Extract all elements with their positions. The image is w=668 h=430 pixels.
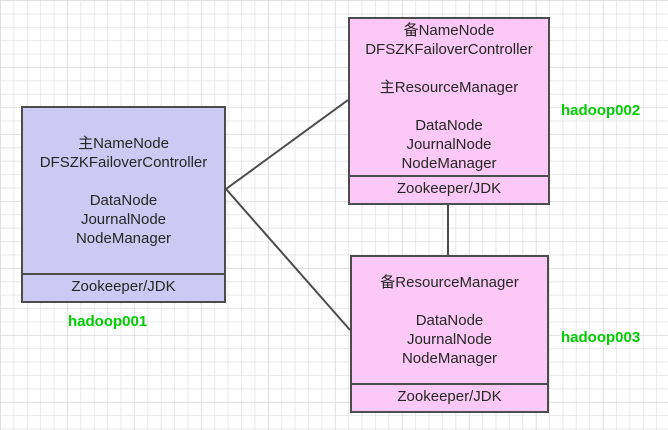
service-line: DataNode (415, 311, 484, 329)
service-line: DataNode (415, 117, 483, 134)
host-label-hadoop001: hadoop001 (68, 313, 148, 330)
service-line: 备ResourceManager (380, 273, 519, 291)
zookeeper-section-hadoop003: Zookeeper/JDK (352, 383, 547, 411)
service-line: JournalNode (406, 330, 493, 348)
node-box-hadoop003: 备ResourceManager DataNode JournalNode No… (350, 255, 549, 413)
service-line: DFSZKFailoverController (39, 153, 208, 171)
service-line: NodeManager (401, 349, 498, 367)
service-line: DataNode (89, 191, 158, 209)
service-line: NodeManager (75, 229, 172, 247)
host-label-hadoop003: hadoop003 (561, 329, 641, 346)
host-label-hadoop002: hadoop002 (561, 102, 641, 119)
service-line: DFSZKFailoverController (365, 41, 533, 58)
service-line: 主NameNode (78, 134, 169, 152)
service-line: JournalNode (80, 210, 167, 228)
services-section-hadoop003: 备ResourceManager DataNode JournalNode No… (352, 257, 547, 383)
service-line: 备NameNode (403, 22, 495, 39)
node-box-hadoop002: 备NameNode DFSZKFailoverController 主Resou… (348, 17, 550, 205)
node-box-hadoop001: 主NameNode DFSZKFailoverController DataNo… (21, 106, 226, 303)
zookeeper-section-hadoop002: Zookeeper/JDK (350, 175, 548, 203)
services-section-hadoop002: 备NameNode DFSZKFailoverController 主Resou… (350, 19, 548, 175)
service-line: 主ResourceManager (379, 79, 519, 96)
connector-hadoop001-hadoop002 (225, 99, 349, 190)
zookeeper-section-hadoop001: Zookeeper/JDK (23, 273, 224, 301)
service-line: NodeManager (401, 155, 497, 172)
service-line: JournalNode (406, 136, 492, 153)
services-section-hadoop001: 主NameNode DFSZKFailoverController DataNo… (23, 108, 224, 273)
connector-hadoop001-hadoop003 (225, 188, 351, 331)
